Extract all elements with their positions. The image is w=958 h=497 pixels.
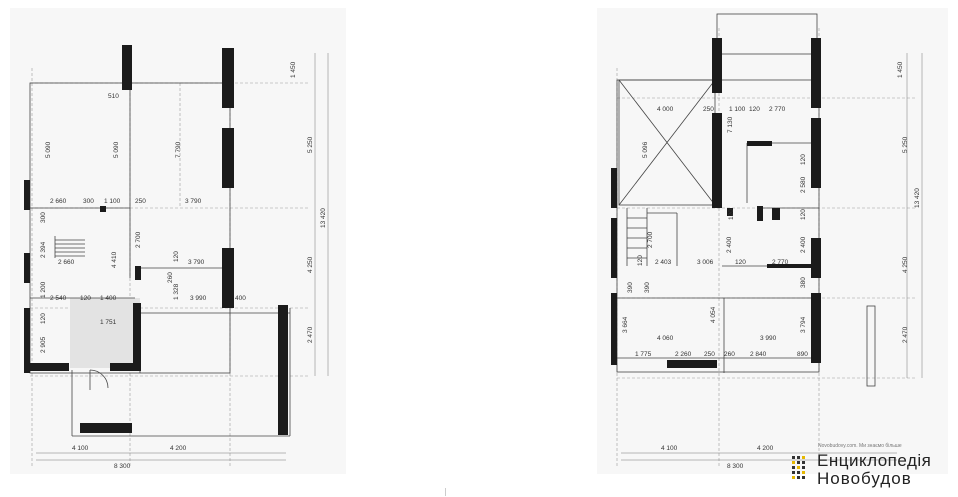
dim-1751: 1 751 (100, 319, 117, 326)
exterior-walls (24, 45, 288, 435)
dim-8300: 8 300 (727, 463, 744, 470)
dim-380: 380 (800, 277, 807, 288)
dim-3664: 3 664 (622, 316, 629, 333)
dim-250: 250 (703, 106, 714, 113)
dim-2470: 2 470 (307, 326, 314, 343)
dim-300-b: 300 (40, 212, 47, 223)
dim-2840: 2 840 (750, 351, 767, 358)
dim-120-f: 120 (735, 259, 746, 266)
void-cross (618, 79, 716, 206)
dim-1328: 1 328 (173, 283, 180, 300)
dim-7130: 7 130 (727, 116, 734, 133)
watermark-tagline: Novobudovy.com. Ми знаємо більше (818, 443, 902, 449)
dim-120-b: 120 (80, 295, 91, 302)
dim-4250: 4 250 (902, 256, 909, 273)
dim-390-a: 390 (627, 282, 634, 293)
dim-4100: 4 100 (72, 445, 89, 452)
ground-floor-drawing: 1 450 510 5 090 5 090 7 790 5 250 13 420… (24, 45, 329, 470)
dim-1400: 1 400 (100, 295, 117, 302)
dim-4000: 4 000 (657, 106, 674, 113)
dim-2470: 2 470 (902, 326, 909, 343)
dim-400: 400 (235, 295, 246, 302)
dim-2905: 2 905 (40, 336, 47, 353)
divider (445, 488, 446, 496)
dim-1100: 1 100 (729, 106, 746, 113)
building-logo-icon (792, 456, 805, 479)
porch-area (70, 298, 140, 368)
dim-2260: 2 260 (675, 351, 692, 358)
dim-4060: 4 060 (657, 335, 674, 342)
door-swing (89, 369, 109, 389)
dim-4054: 4 054 (710, 306, 717, 323)
dim-3006: 3 006 (697, 259, 714, 266)
dim-3990: 3 990 (760, 335, 777, 342)
dim-120-a: 120 (749, 106, 760, 113)
staircase (626, 208, 678, 266)
dim-2770-b: 2 770 (772, 259, 789, 266)
dim-260: 260 (167, 272, 174, 283)
dim-1450: 1 450 (897, 61, 904, 78)
dim-2394: 2 394 (40, 241, 47, 258)
upper-floor-drawing: 1 450 4 000 250 1 100 120 2 770 7 130 5 … (611, 13, 923, 470)
dim-510: 510 (108, 93, 119, 100)
dim-1100: 1 100 (104, 198, 121, 205)
dim-120-c: 120 (40, 313, 47, 324)
dim-390-b: 390 (644, 282, 651, 293)
balcony (716, 13, 818, 55)
dim-5250: 5 250 (307, 136, 314, 153)
dim-7790: 7 790 (175, 141, 182, 158)
dim-250: 250 (135, 198, 146, 205)
dim-3790-b: 3 790 (188, 259, 205, 266)
staircase (54, 236, 85, 258)
watermark-title-line1: Енциклопедія (817, 451, 932, 470)
dim-260: 260 (724, 351, 735, 358)
dim-3794: 3 794 (800, 316, 807, 333)
upper-floor-plan: 1 450 4 000 250 1 100 120 2 770 7 130 5 … (597, 8, 948, 474)
dim-2660-b: 2 660 (58, 259, 75, 266)
dim-2540: 2 540 (50, 295, 67, 302)
dim-4200: 4 200 (757, 445, 774, 452)
watermark-title-line2: Новобудов (817, 469, 912, 488)
dim-1450: 1 450 (290, 61, 297, 78)
dim-8300: 8 300 (114, 463, 131, 470)
dim-2400-b: 2 400 (800, 236, 807, 253)
dim-890: 890 (797, 351, 808, 358)
balcony-rail (866, 305, 876, 387)
exterior-walls (611, 38, 821, 368)
ground-floor-plan: 1 450 510 5 090 5 090 7 790 5 250 13 420… (10, 8, 346, 474)
dim-120-a: 120 (173, 251, 180, 262)
watermark: Novobudovy.com. Ми знаємо більше Енцикло… (790, 442, 958, 494)
dim-2700: 2 700 (647, 231, 654, 248)
dim-2403: 2 403 (655, 259, 672, 266)
dim-3790-a: 3 790 (185, 198, 202, 205)
dim-120-e: 120 (637, 255, 644, 266)
dim-2400-a: 2 400 (726, 236, 733, 253)
dim-5250: 5 250 (902, 136, 909, 153)
dim-2660-a: 2 660 (50, 198, 67, 205)
dim-120-b: 120 (800, 154, 807, 165)
dim-1775: 1 775 (635, 351, 652, 358)
dim-2580: 2 580 (800, 176, 807, 193)
dim-4200: 4 200 (170, 445, 187, 452)
dim-5090-b: 5 090 (113, 141, 120, 158)
dim-4250: 4 250 (307, 256, 314, 273)
dim-13420: 13 420 (914, 188, 921, 208)
dim-13420: 13 420 (320, 208, 327, 228)
dim-250-b: 250 (704, 351, 715, 358)
dim-2700: 2 700 (135, 231, 142, 248)
dim-1200: 1 200 (40, 281, 47, 298)
dim-3990: 3 990 (190, 295, 207, 302)
dim-2770-a: 2 770 (769, 106, 786, 113)
dim-4100: 4 100 (661, 445, 678, 452)
dim-5090-a: 5 090 (45, 141, 52, 158)
dim-4410: 4 410 (111, 251, 118, 268)
dim-120-c: 120 (728, 209, 735, 220)
dim-5096: 5 096 (642, 141, 649, 158)
dim-120-d: 120 (800, 209, 807, 220)
dim-300-a: 300 (83, 198, 94, 205)
